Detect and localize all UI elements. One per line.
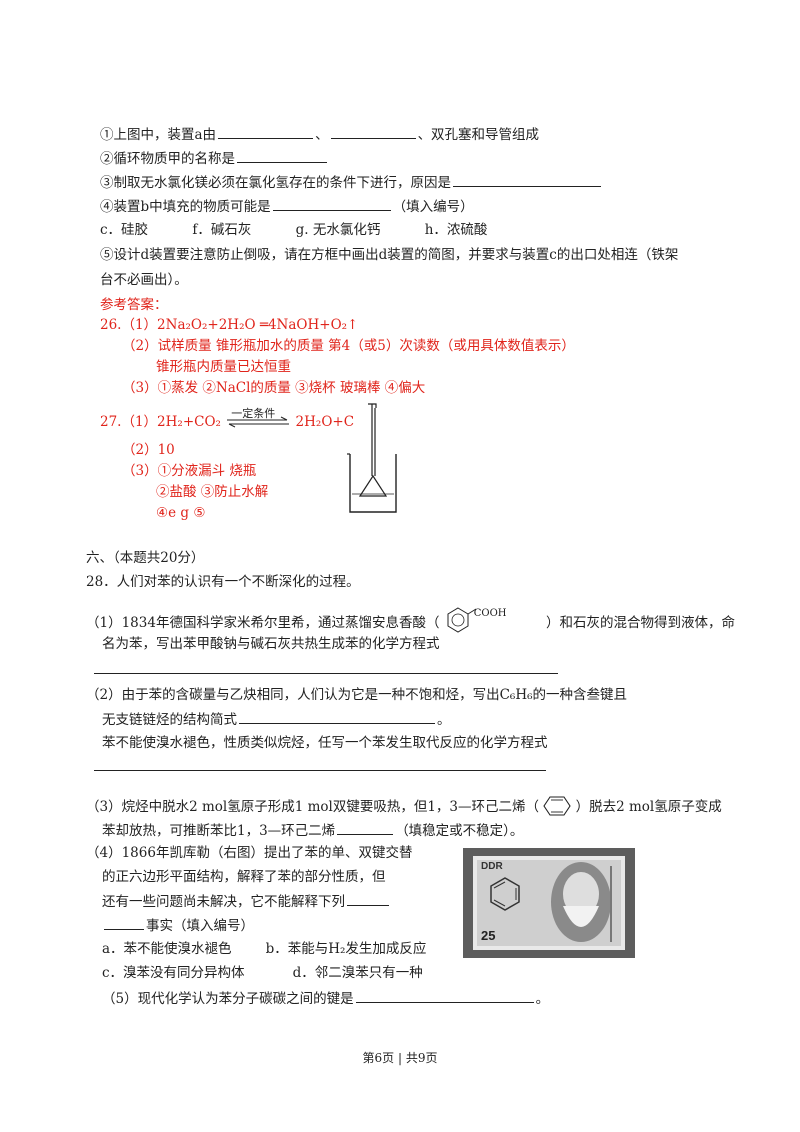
answer-blank[interactable] <box>337 820 394 835</box>
benzene-ring-icon <box>447 607 477 633</box>
answer-header: 参考答案： <box>100 297 168 313</box>
cooh-label: COOH <box>473 608 507 619</box>
stamp-country-label: DDR <box>481 861 503 872</box>
q-b-post: （填入编号） <box>392 199 474 215</box>
answer-27-1: 27.（1）2H₂+CO₂ 一定条件 2H₂O+C <box>100 407 355 432</box>
answer-blank[interactable] <box>104 915 144 930</box>
option-c: c．溴苯没有同分异构体 <box>102 965 245 981</box>
answer-blank[interactable] <box>330 124 416 139</box>
sub-q2-line2: 无支链链烃的结构简式 。 <box>102 709 451 730</box>
answer-blank[interactable] <box>239 709 435 724</box>
answer-27-2: （2）10 <box>122 442 175 458</box>
q-b-options: c．硅胶 f．碱石灰 g. 无水氯化钙 h．浓硫酸 <box>100 220 487 240</box>
question-28: 28．人们对苯的认识有一个不断深化的过程。 <box>86 574 360 590</box>
q-b-text: ④装置b中填充的物质可能是 <box>100 199 271 215</box>
sub-q4-options-ab: a．苯不能使溴水褪色 b．苯能与H₂发生加成反应 <box>102 939 426 959</box>
sub-q4-line4: 事实（填入编号） <box>102 915 254 936</box>
q-a-line: ①上图中，装置a由 、 、双孔塞和导管组成 <box>100 124 539 145</box>
option-b: b．苯能与H₂发生加成反应 <box>265 941 427 957</box>
benzoic-acid-structure: COOH <box>444 607 514 633</box>
answer-blank[interactable] <box>272 196 391 211</box>
option-f: f．碱石灰 <box>192 222 252 238</box>
q-cycle-line: ②循环物质甲的名称是 <box>100 148 329 169</box>
option-a: a．苯不能使溴水褪色 <box>102 941 232 957</box>
sub-q3-text-b: ）脱去2 mol氢原子变成 <box>575 799 722 815</box>
answer-line[interactable] <box>94 770 546 771</box>
stamp-picture <box>473 856 625 950</box>
q-d-line2: 台不必画出）。 <box>100 272 188 288</box>
sub-q3-text-c: 苯却放热，可推断苯比1，3—环己二烯 <box>102 823 336 839</box>
page-footer: 第6页 | 共9页 <box>362 1051 438 1065</box>
reaction-condition: 一定条件 <box>231 407 276 420</box>
sub-q5-text: （5）现代化学认为苯分子碳碳之间的键是 <box>102 991 354 1007</box>
answer-27-3b: ②盐酸 ③防止水解 <box>156 484 269 500</box>
period: 。 <box>437 712 451 728</box>
sub-q2-text-c: 苯不能使溴水褪色，性质类似烷烃，任写一个苯发生取代反应的化学方程式 <box>102 735 548 751</box>
stamp-value-label: 25 <box>481 928 496 943</box>
kekule-stamp-image: DDR 25 <box>463 848 635 958</box>
sub-q3-line2: 苯却放热，可推断苯比1，3—环己二烯 （填稳定或不稳定）。 <box>102 820 523 841</box>
reaction-arrow: 一定条件 <box>225 407 291 432</box>
option-c: c．硅胶 <box>100 222 149 238</box>
sub-q1-text-c: 名为苯，写出苯甲酸钠与碱石灰共热生成苯的化学方程式 <box>102 636 440 652</box>
q-b-line: ④装置b中填充的物质可能是 （填入编号） <box>100 196 474 217</box>
sub-q1-text-a: （1）1834年德国科学家米希尔里希，通过蒸馏安息香酸（ <box>86 615 440 631</box>
sub-q4-text-c: 还有一些问题尚未解决，它不能解释下列 <box>102 894 345 910</box>
period: 。 <box>535 991 550 1007</box>
sub-q4-text-d: 事实（填入编号） <box>146 918 254 934</box>
answer-26-2: （2）试样质量 锥形瓶加水的质量 第4（或5）次读数（或用具体数值表示） <box>122 338 575 354</box>
answer-27-3: （3）①分液漏斗 烧瓶 <box>122 463 257 479</box>
answer-blank[interactable] <box>218 124 314 139</box>
sub-q1-text-b: ）和石灰的混合物得到液体，命 <box>546 615 736 631</box>
answer-blank[interactable] <box>237 148 327 163</box>
sub-q4-text-a: （4）1866年凯库勒（右图）提出了苯的单、双键交替 <box>86 845 413 861</box>
q-hcl-text: ③制取无水氯化镁必须在氯化氢存在的条件下进行，原因是 <box>100 175 451 191</box>
option-g: g. 无水氯化钙 <box>295 222 381 238</box>
option-h: h．浓硫酸 <box>424 222 488 238</box>
answer-blank[interactable] <box>347 891 389 906</box>
q-a-post: 、双孔塞和导管组成 <box>417 127 540 143</box>
answer-27-1-right: 2H₂O+C <box>295 414 355 430</box>
q-hcl-line: ③制取无水氯化镁必须在氯化氢存在的条件下进行，原因是 <box>100 172 603 193</box>
answer-blank[interactable] <box>453 172 601 187</box>
answer-line[interactable] <box>94 673 558 674</box>
answer-26-2b: 锥形瓶内质量已达恒重 <box>156 359 291 375</box>
cyclohexadiene-structure <box>543 796 571 817</box>
option-d: d．邻二溴苯只有一种 <box>292 965 423 981</box>
sub-q4-text-b: 的正六边形平面结构，解释了苯的部分性质，但 <box>102 869 386 885</box>
answer-27-3c: ④e g ⑤ <box>156 505 206 521</box>
q-cycle-text: ②循环物质甲的名称是 <box>100 151 235 167</box>
q-d-line1: ⑤设计d装置要注意防止倒吸，请在方框中画出d装置的简图，并要求与装置c的出口处相… <box>100 247 679 263</box>
beaker-funnel-diagram <box>347 403 397 513</box>
sub-q2-text-b: 无支链链烃的结构简式 <box>102 712 237 728</box>
sub-q4-line3: 还有一些问题尚未解决，它不能解释下列 <box>102 891 391 912</box>
answer-26-1: 26.（1）2Na₂O₂+2H₂O ═4NaOH+O₂↑ <box>100 317 359 333</box>
section-title: 六、（本题共20分） <box>86 550 205 566</box>
sub-q5-line: （5）现代化学认为苯分子碳碳之间的键是 。 <box>102 988 549 1009</box>
q-a-sep: 、 <box>315 127 329 143</box>
sub-q3-text-d: （填稳定或不稳定）。 <box>395 823 524 839</box>
sub-q1-line1: （1）1834年德国科学家米希尔里希，通过蒸馏安息香酸（ COOH ）和石灰的混… <box>86 607 736 633</box>
cyclohexadiene-ring-icon <box>543 796 571 816</box>
answer-27-1-left: 27.（1）2H₂+CO₂ <box>100 414 221 430</box>
sub-q3-text-a: （3）烷烃中脱水2 mol氢原子形成1 mol双键要吸热，但1，3—环己二烯（ <box>86 799 540 815</box>
answer-blank[interactable] <box>355 988 534 1003</box>
equilibrium-arrow-icon <box>227 416 290 428</box>
sub-q3-line1: （3）烷烃中脱水2 mol氢原子形成1 mol双键要吸热，但1，3—环己二烯（ … <box>86 796 722 817</box>
q-a-text: ①上图中，装置a由 <box>100 127 217 143</box>
sub-q4-options-cd: c．溴苯没有同分异构体 d．邻二溴苯只有一种 <box>102 963 423 983</box>
answer-26-3: （3）①蒸发 ②NaCl的质量 ③烧杯 玻璃棒 ④偏大 <box>122 380 426 396</box>
sub-q2-text-a: （2）由于苯的含碳量与乙炔相同，人们认为它是一种不饱和烃，写出C₆H₆的一种含叁… <box>86 687 628 703</box>
